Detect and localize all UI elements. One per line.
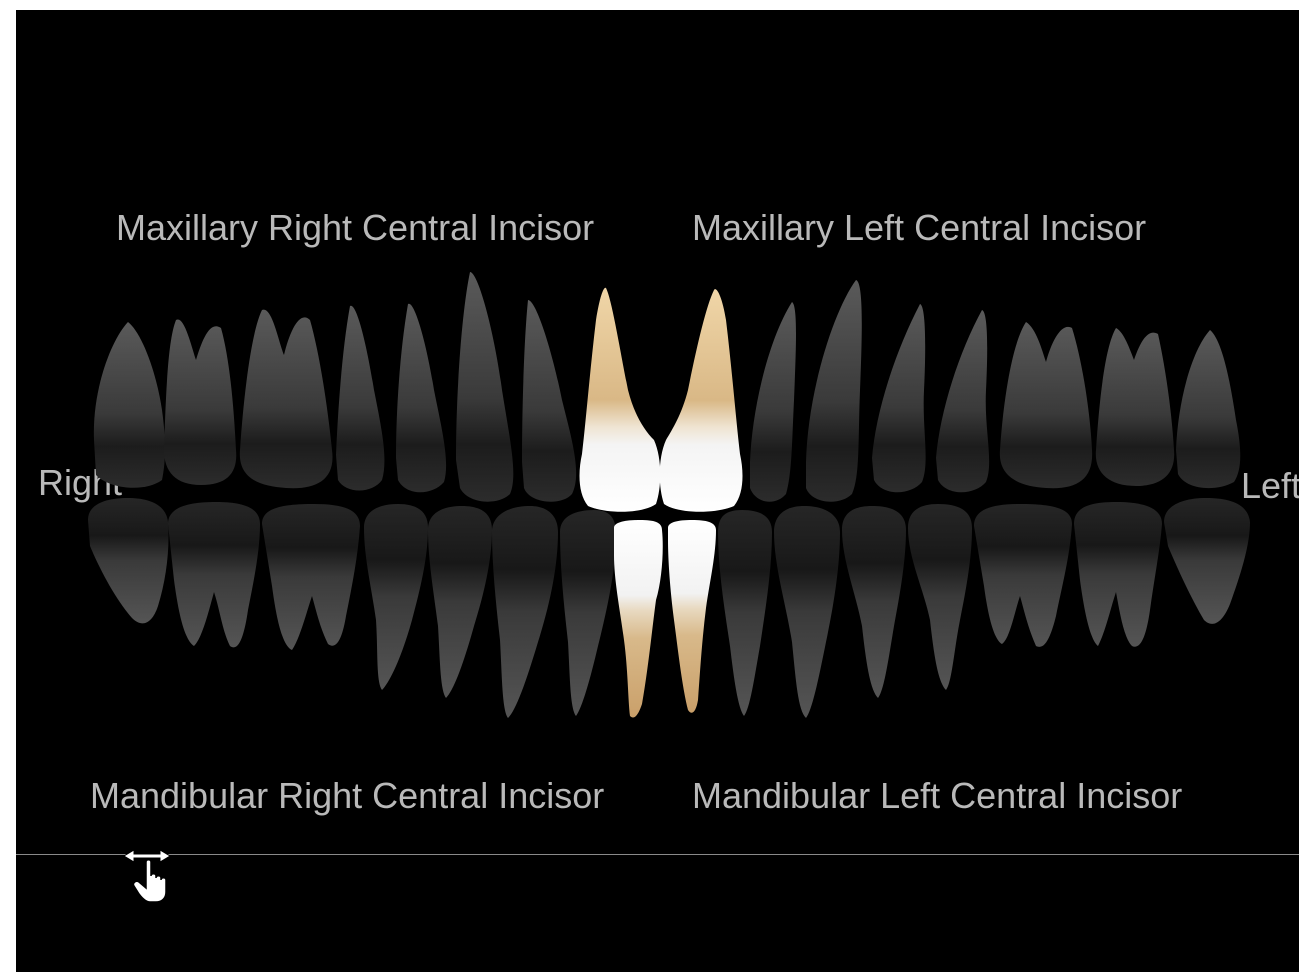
tooth-upper-right-canine[interactable] [456, 272, 513, 502]
tooth-lower-left-1st-premolar[interactable] [842, 506, 906, 698]
teeth-arch [16, 10, 1299, 972]
upper-left-premolars-canine[interactable] [750, 280, 989, 502]
tooth-lower-right-1st-premolar[interactable] [428, 506, 492, 698]
tooth-lower-right-lateral-incisor[interactable] [560, 510, 616, 716]
drag-hand-icon[interactable] [120, 846, 180, 904]
tooth-upper-left-1st-premolar[interactable] [872, 304, 926, 492]
tooth-upper-left-lateral-incisor[interactable] [750, 302, 796, 502]
tooth-maxillary-right-central-incisor[interactable] [580, 288, 661, 512]
lower-right-premolars-canine[interactable] [364, 504, 616, 718]
tooth-lower-right-3rd-molar[interactable] [88, 498, 169, 623]
tooth-upper-right-3rd-molar[interactable] [94, 322, 165, 488]
tooth-upper-left-2nd-premolar[interactable] [936, 310, 989, 492]
tooth-lower-left-lateral-incisor[interactable] [718, 510, 772, 716]
dental-chart-viewer[interactable]: Maxillary Right Central Incisor Maxillar… [16, 10, 1299, 972]
tooth-lower-left-1st-molar[interactable] [974, 504, 1072, 647]
tooth-upper-right-lateral-incisor[interactable] [522, 300, 576, 502]
tooth-lower-right-canine[interactable] [492, 506, 558, 718]
tooth-mandibular-right-central-incisor[interactable] [614, 520, 663, 718]
tooth-lower-left-2nd-premolar[interactable] [908, 504, 972, 690]
tooth-upper-right-1st-premolar[interactable] [396, 304, 446, 493]
tooth-lower-left-2nd-molar[interactable] [1074, 502, 1162, 647]
tooth-upper-right-2nd-premolar[interactable] [336, 306, 384, 491]
tooth-lower-left-3rd-molar[interactable] [1164, 498, 1250, 624]
tooth-upper-right-1st-molar[interactable] [240, 310, 333, 489]
lower-left-premolars-canine[interactable] [718, 504, 972, 718]
upper-right-premolars-canine[interactable] [336, 272, 576, 502]
tooth-lower-right-2nd-premolar[interactable] [364, 504, 428, 690]
upper-right-molars[interactable] [94, 310, 333, 489]
upper-left-molars[interactable] [1000, 322, 1240, 488]
lower-left-molars[interactable] [974, 498, 1250, 647]
tooth-mandibular-left-central-incisor[interactable] [668, 520, 716, 713]
tooth-upper-left-2nd-molar[interactable] [1096, 328, 1174, 486]
tooth-upper-right-2nd-molar[interactable] [164, 319, 236, 485]
timeline-divider [16, 854, 1299, 855]
tooth-upper-left-3rd-molar[interactable] [1176, 330, 1240, 488]
tooth-lower-right-1st-molar[interactable] [262, 504, 360, 650]
lower-right-molars[interactable] [88, 498, 360, 650]
tooth-upper-left-canine[interactable] [806, 280, 862, 502]
tooth-upper-left-1st-molar[interactable] [1000, 322, 1092, 488]
tooth-lower-left-canine[interactable] [774, 506, 840, 718]
tooth-maxillary-left-central-incisor[interactable] [660, 289, 743, 512]
tooth-lower-right-2nd-molar[interactable] [168, 502, 260, 647]
